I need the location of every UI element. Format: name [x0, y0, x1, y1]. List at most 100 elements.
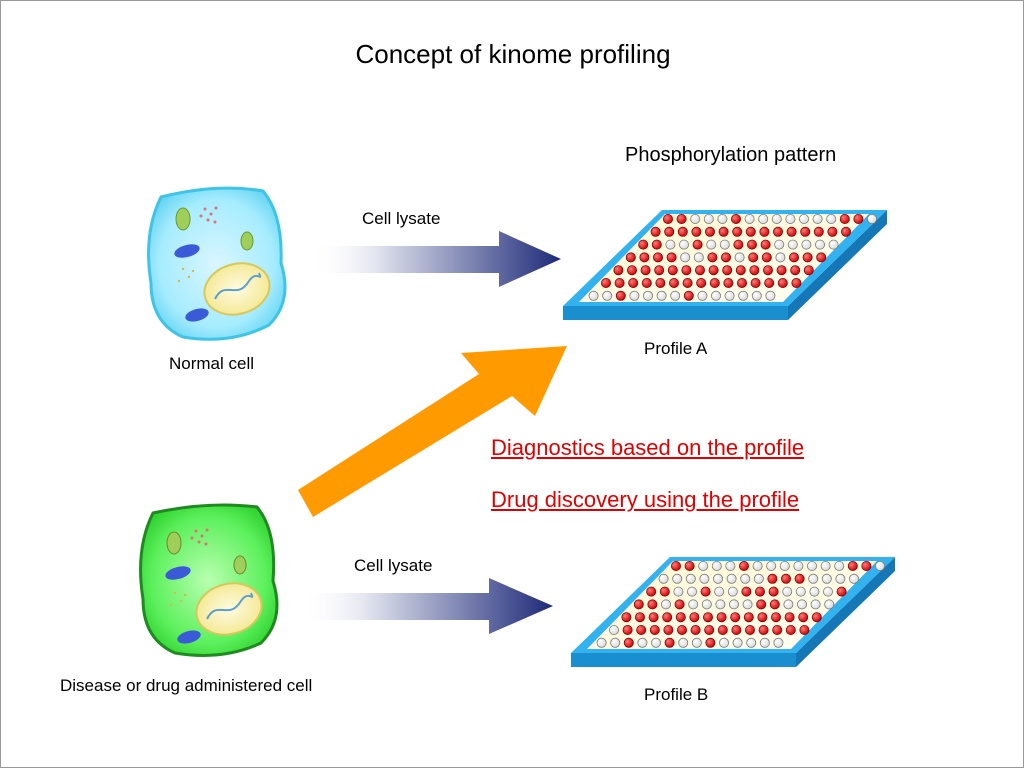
- profile-b-dot-unphosphorylated: [732, 637, 743, 648]
- orange-arrow: [298, 346, 567, 517]
- profile-b-dot-unphosphorylated: [835, 573, 846, 584]
- profile-b-dot-unphosphorylated: [779, 561, 790, 572]
- profile-b-dot-phosphorylated: [671, 561, 682, 572]
- profile-a-dot-phosphorylated: [707, 252, 718, 263]
- profile-b-dot-phosphorylated: [659, 586, 670, 597]
- profile-a-dot-phosphorylated: [827, 226, 838, 237]
- diagnostics-link[interactable]: Diagnostics based on the profile: [491, 435, 805, 460]
- profile-a-dot-phosphorylated: [654, 265, 665, 276]
- profile-a-dot-phosphorylated: [615, 290, 626, 301]
- profile-b-dot-unphosphorylated: [719, 637, 730, 648]
- profile-a-dot-phosphorylated: [800, 226, 811, 237]
- profile-a-dot-phosphorylated: [640, 265, 651, 276]
- profile-a-dot-phosphorylated: [816, 252, 827, 263]
- normal-cell-label: Normal cell: [169, 354, 255, 373]
- profile-a-dot-phosphorylated: [666, 252, 677, 263]
- profile-b-dot-phosphorylated: [769, 599, 780, 610]
- profile-a-dot-unphosphorylated: [656, 290, 667, 301]
- profile-b-dot-phosphorylated: [731, 625, 742, 636]
- profile-b-dot-unphosphorylated: [651, 637, 662, 648]
- profile-b-dot-phosphorylated: [636, 625, 647, 636]
- profile-a-dot-unphosphorylated: [690, 213, 701, 224]
- profile-b-dot-phosphorylated: [811, 612, 822, 623]
- profile-a-dot-phosphorylated: [653, 252, 664, 263]
- profile-a-dot-phosphorylated: [696, 277, 707, 288]
- profile-b-dot-phosphorylated: [621, 612, 632, 623]
- profile-a-dot-phosphorylated: [683, 290, 694, 301]
- profile-b-dot-phosphorylated: [663, 625, 674, 636]
- profile-a-dot-phosphorylated: [691, 226, 702, 237]
- profile-b-dot-unphosphorylated: [809, 586, 820, 597]
- profile-b-dot-unphosphorylated: [699, 573, 710, 584]
- profile-b-dot-unphosphorylated: [753, 573, 764, 584]
- disease-cell: [139, 503, 279, 657]
- profile-b-dot-unphosphorylated: [729, 599, 740, 610]
- profile-a-dot-unphosphorylated: [643, 290, 654, 301]
- profile-a-dot-phosphorylated: [709, 277, 720, 288]
- profile-a-dot-unphosphorylated: [724, 290, 735, 301]
- profile-b-dot-phosphorylated: [767, 573, 778, 584]
- profile-b-dot-unphosphorylated: [672, 573, 683, 584]
- plate-a-side: [788, 210, 887, 320]
- profile-a-dot-phosphorylated: [614, 277, 625, 288]
- lysate-arrow-top: [311, 231, 561, 287]
- profile-b-dot-phosphorylated: [847, 561, 858, 572]
- plate-a-dots: [588, 213, 878, 301]
- profile-a-dot-unphosphorylated: [693, 252, 704, 263]
- profile-a-dot-phosphorylated: [650, 226, 661, 237]
- profile-a-dot-phosphorylated: [718, 226, 729, 237]
- profile-a-dot-phosphorylated: [655, 277, 666, 288]
- profile-b-dot-unphosphorylated: [678, 637, 689, 648]
- profile-a-dot-phosphorylated: [776, 265, 787, 276]
- profile-b-dot-unphosphorylated: [752, 561, 763, 572]
- profile-a-dot-phosphorylated: [745, 226, 756, 237]
- profile-a-dot-unphosphorylated: [602, 290, 613, 301]
- profile-b-dot-unphosphorylated: [793, 561, 804, 572]
- profile-b-dot-phosphorylated: [675, 612, 686, 623]
- profile-a-dot-phosphorylated: [663, 213, 674, 224]
- profile-b-dot-unphosphorylated: [714, 586, 725, 597]
- profile-b-dot-phosphorylated: [648, 612, 659, 623]
- profile-a-dot-unphosphorylated: [801, 239, 812, 250]
- profile-b-dot-phosphorylated: [703, 612, 714, 623]
- drug-discovery-link[interactable]: Drug discovery using the profile: [491, 487, 800, 512]
- profile-a-dot-unphosphorylated: [867, 213, 878, 224]
- profile-a-dot-phosphorylated: [669, 277, 680, 288]
- profile-b-dot-unphosphorylated: [698, 561, 709, 572]
- profile-a-dot-unphosphorylated: [734, 252, 745, 263]
- profile-b-dot-phosphorylated: [768, 586, 779, 597]
- profile-a-dot-phosphorylated: [813, 226, 824, 237]
- profile-a-dot-phosphorylated: [722, 265, 733, 276]
- profile-b-dot-phosphorylated: [677, 625, 688, 636]
- profile-a-dot-phosphorylated: [677, 226, 688, 237]
- profile-a-dot-unphosphorylated: [765, 290, 776, 301]
- profile-a-dot-phosphorylated: [676, 213, 687, 224]
- profile-b-dot-phosphorylated: [785, 625, 796, 636]
- profile-b-dot-unphosphorylated: [661, 599, 672, 610]
- profile-a-dot-phosphorylated: [790, 265, 801, 276]
- profile-a-dot-phosphorylated: [749, 265, 760, 276]
- profile-a-dot-unphosphorylated: [665, 239, 676, 250]
- profile-b-dot-phosphorylated: [664, 637, 675, 648]
- profile-b-dot-unphosphorylated: [823, 586, 834, 597]
- profile-b-dot-unphosphorylated: [727, 586, 738, 597]
- profile-b-dot-phosphorylated: [705, 637, 716, 648]
- profile-a-dot-phosphorylated: [791, 277, 802, 288]
- profile-a-dot-unphosphorylated: [815, 239, 826, 250]
- profile-b-dot-unphosphorylated: [726, 573, 737, 584]
- profile-a-dot-phosphorylated: [723, 277, 734, 288]
- profile-a-dot-phosphorylated: [789, 252, 800, 263]
- profile-b-dot-unphosphorylated: [759, 637, 770, 648]
- profile-a-dot-unphosphorylated: [670, 290, 681, 301]
- profile-b-dot-phosphorylated: [861, 561, 872, 572]
- profile-b-dot-phosphorylated: [798, 612, 809, 623]
- profile-a-dot-unphosphorylated: [744, 213, 755, 224]
- profile-a-dot-phosphorylated: [651, 239, 662, 250]
- profile-a-dot-unphosphorylated: [828, 239, 839, 250]
- profile-b-dot-phosphorylated: [743, 612, 754, 623]
- profile-b-dot-unphosphorylated: [740, 573, 751, 584]
- profile-b-dot-unphosphorylated: [637, 637, 648, 648]
- profile-a-dot-phosphorylated: [667, 265, 678, 276]
- profile-a-dot-unphosphorylated: [758, 213, 769, 224]
